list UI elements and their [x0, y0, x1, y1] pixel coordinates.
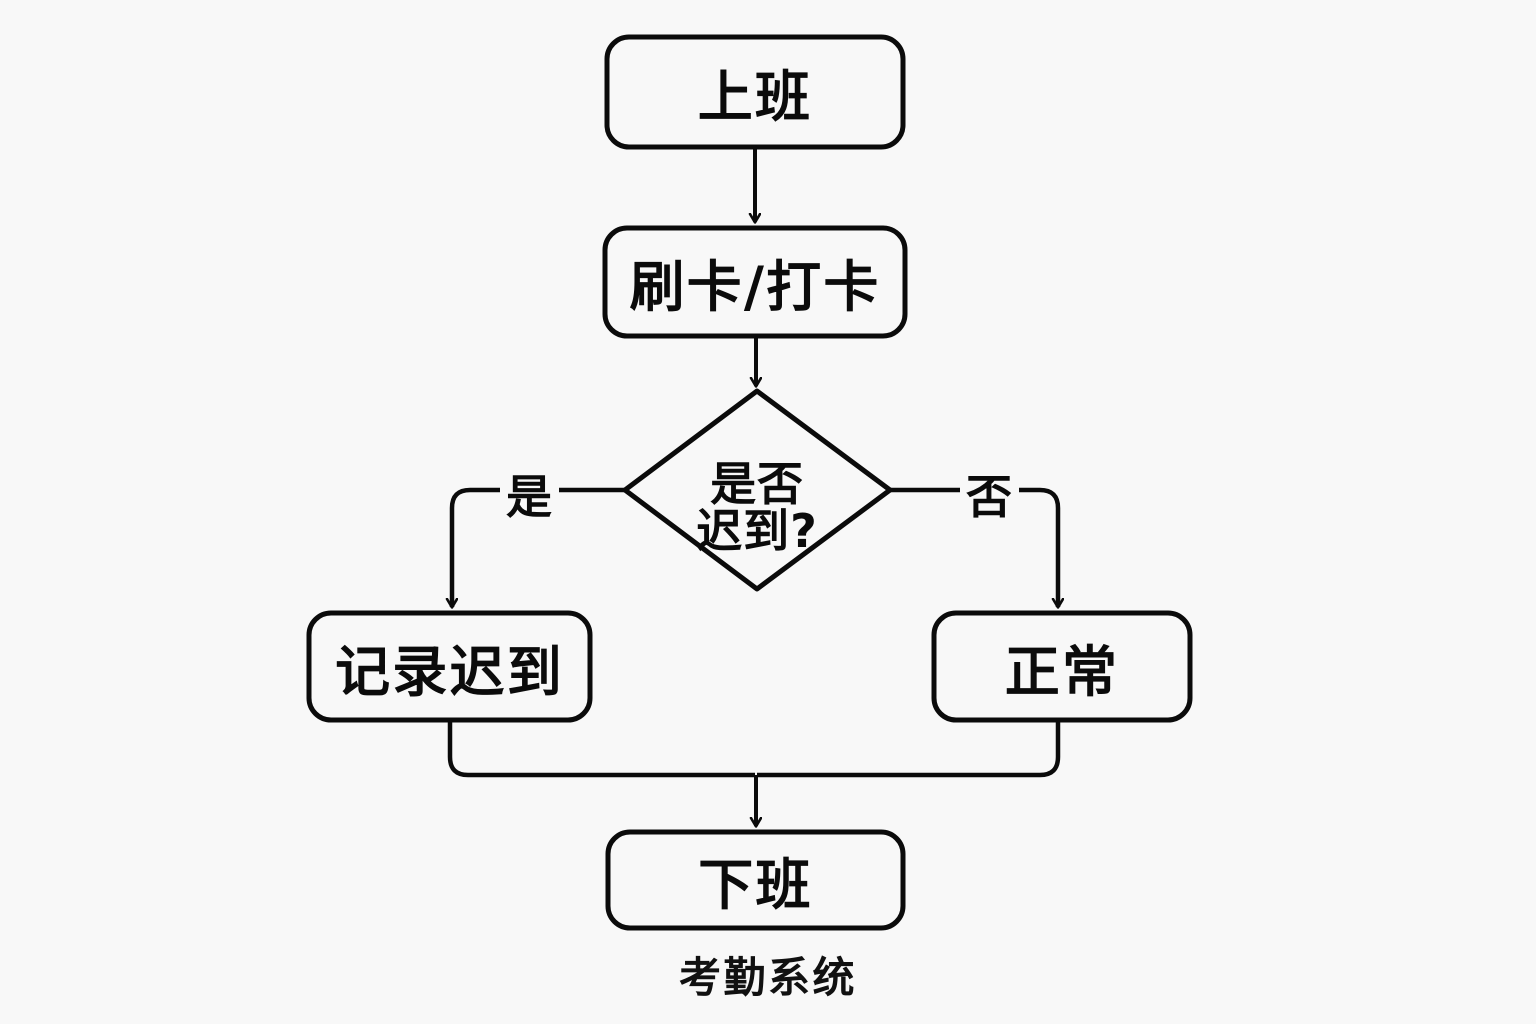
node-label-decision: 是否 迟到? [617, 461, 897, 555]
edge-decision-to-normal [890, 487, 1058, 607]
node-shape-normal[interactable] [931, 610, 1193, 723]
edge-late-to-end [447, 720, 755, 778]
edge-decision-to-late [452, 487, 625, 607]
node-shape-start[interactable] [604, 34, 906, 150]
decision-label-line-1: 是否 [710, 457, 804, 511]
edge-normal-to-end [757, 720, 1061, 778]
node-shape-end[interactable] [605, 829, 906, 931]
node-shape-decision[interactable] [622, 388, 893, 592]
edge-label-yes: 是 [500, 461, 559, 527]
node-shape-punch[interactable] [602, 225, 908, 339]
edge-label-no: 否 [960, 461, 1019, 527]
diagram-caption: 考勤系统 [678, 953, 858, 1002]
decision-label-line-2: 迟到? [696, 503, 818, 558]
node-shape-late[interactable] [306, 610, 593, 723]
